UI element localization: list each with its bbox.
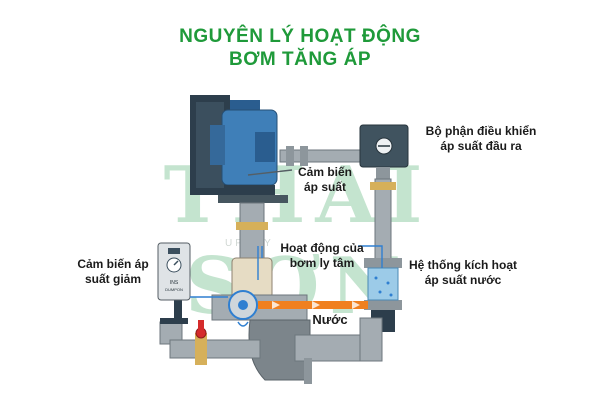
water-activation-chamber (367, 267, 399, 301)
label-centrifugal-line-1: Hoạt động của (280, 241, 364, 255)
low-pressure-switch: INS DUMPON (157, 242, 191, 301)
label-centrifugal-line-2: bơm ly tâm (289, 256, 355, 270)
output-pressure-controller (359, 124, 409, 179)
diagram-title-line-1: NGUYÊN LÝ HOẠT ĐỘNG (179, 26, 421, 47)
label-water-activation-line-2: áp suất nước (424, 273, 502, 287)
label-low-pressure-line-1: Cảm biến áp (77, 257, 149, 271)
activation-callout-line (358, 245, 383, 268)
pump-column (231, 202, 273, 299)
label-pressure-sensor: Cảm biến áp suất (290, 165, 360, 195)
label-low-pressure-line-2: suất giảm (84, 272, 141, 286)
water-flow (258, 301, 368, 309)
red-valve (195, 320, 207, 339)
label-water: Nước (312, 312, 348, 327)
inlet-pipe (159, 300, 261, 365)
label-water-activation-line-1: Hệ thống kích hoạt (409, 258, 517, 272)
label-water-activation: Hệ thống kích hoạt áp suất nước (398, 258, 528, 288)
label-low-pressure-sensor: Cảm biến áp suất giảm (68, 257, 158, 287)
switch-text-1: INS (170, 280, 179, 286)
label-output-controller-line-1: Bộ phận điều khiển (425, 124, 537, 138)
label-output-controller-line-2: áp suất đầu ra (440, 139, 522, 153)
diagram-title-line-2: BƠM TĂNG ÁP (228, 49, 372, 70)
switch-text-2: DUMPON (165, 287, 183, 292)
right-vertical-pipe (364, 178, 402, 332)
centrifugal-impeller (228, 290, 258, 327)
sensor-callout-line (247, 169, 293, 176)
label-pressure-sensor-line-2: áp suất (303, 180, 346, 194)
label-output-controller: Bộ phận điều khiển áp suất đầu ra (412, 124, 550, 154)
label-pressure-sensor-line-1: Cảm biến (297, 165, 352, 179)
label-centrifugal-operation: Hoạt động của bơm ly tâm (272, 241, 372, 271)
pump-motor (210, 100, 288, 203)
callout-lines (190, 169, 383, 298)
